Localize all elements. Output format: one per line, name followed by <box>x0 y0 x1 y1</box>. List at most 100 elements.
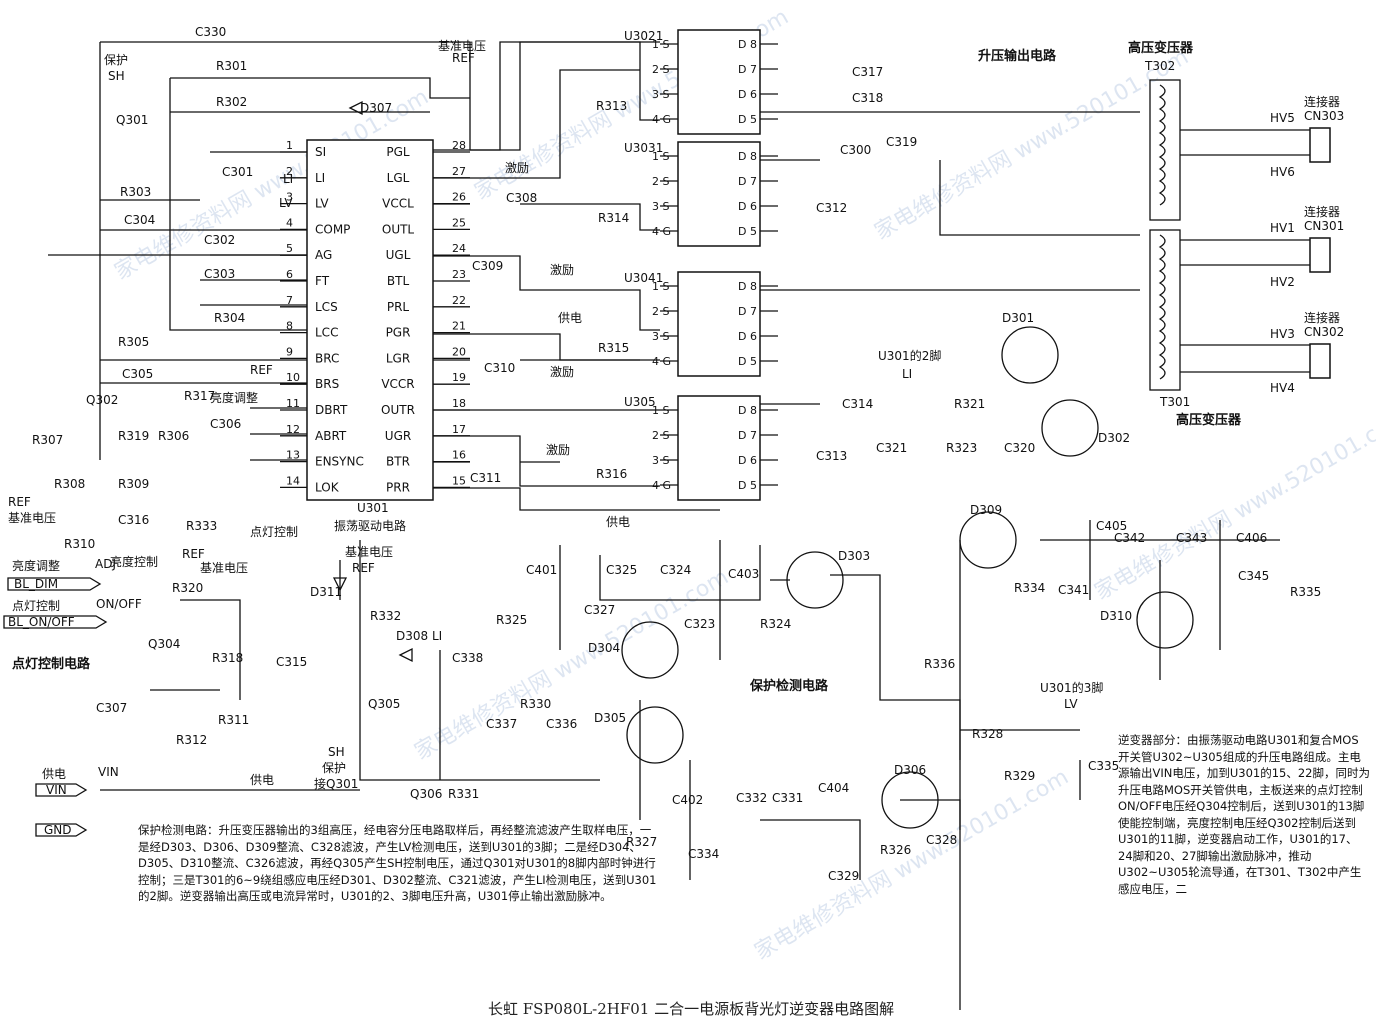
mosfet-pin: D 6 <box>738 88 757 101</box>
ref-c310: C310 <box>484 361 515 375</box>
ic-pin-name: OUTR <box>381 403 415 417</box>
ref-c323: C323 <box>684 617 715 631</box>
port-vin: VIN <box>46 783 67 797</box>
label-lv-pin: LV <box>279 196 293 210</box>
ref-c331: C331 <box>772 791 803 805</box>
connector-title: 连接器 <box>1304 94 1340 109</box>
ref-c343: C343 <box>1176 531 1207 545</box>
label-supply-2: 供电 <box>606 515 630 529</box>
ref-r327: R327 <box>626 835 657 849</box>
mosfet-pin: D 5 <box>738 479 757 492</box>
ic-pin-number: 3 <box>286 191 293 204</box>
protection-description: 保护检测电路：升压变压器输出的3组高压，经电容分压电路取样后，再经整流滤波产生取… <box>138 823 657 903</box>
ref-r320: R320 <box>172 581 203 595</box>
label-li-right: LI <box>902 367 912 381</box>
svg-text:家电维修资料网 www.520101.com: 家电维修资料网 www.520101.com <box>1091 405 1376 606</box>
title-hv-transformer-top: 高压变压器 <box>1128 40 1194 56</box>
ref-c404: C404 <box>818 781 849 795</box>
label-ref-brc: REF <box>250 363 273 377</box>
ref-c302: C302 <box>204 233 235 247</box>
ref-c306: C306 <box>210 417 241 431</box>
mosfet-name: U305 <box>624 395 656 409</box>
ic-pin-number: 28 <box>452 139 466 152</box>
ic-u301-function: 振荡驱动电路 <box>334 518 406 533</box>
ref-c300: C300 <box>840 143 871 157</box>
ref-r306: R306 <box>158 429 189 443</box>
ref-c301: C301 <box>222 165 253 179</box>
label-excitation-2: 激励 <box>550 263 574 277</box>
ref-r329: R329 <box>1004 769 1035 783</box>
ref-r332: R332 <box>370 609 401 623</box>
wiring <box>48 41 1310 1010</box>
label-excitation-1: 激励 <box>505 161 529 175</box>
ref-c321: C321 <box>876 441 907 455</box>
ic-pin-number: 16 <box>452 449 466 462</box>
ic-pin-number: 22 <box>452 294 466 307</box>
ref-c305: C305 <box>122 367 153 381</box>
diode-d306 <box>881 771 939 829</box>
ic-pin-number: 10 <box>286 371 300 384</box>
mosfet-pin: 4 G <box>652 479 671 492</box>
ref-r323: R323 <box>946 441 977 455</box>
ic-pin-name: ENSYNC <box>315 455 364 469</box>
ref-r331: R331 <box>448 787 479 801</box>
mosfet-name: U3021 <box>624 29 663 43</box>
diode-d302 <box>1041 399 1099 457</box>
hv-label: HV3 <box>1270 327 1295 341</box>
label-brightness-control: 亮度控制 <box>110 554 158 569</box>
label-supply-4: 供电 <box>42 767 66 781</box>
ref-d303: D303 <box>838 549 870 563</box>
mosfet-pin: 4 G <box>652 355 671 368</box>
ref-r336: R336 <box>924 657 955 671</box>
mosfet-pin: 1 S <box>652 150 669 163</box>
hv-label: HV5 <box>1270 111 1295 125</box>
ic-pin-name: SI <box>315 145 326 159</box>
diodes <box>332 100 1194 829</box>
ref-r301: R301 <box>216 59 247 73</box>
component-labels: C330C301C302C303C304C305C306C307C308C309… <box>32 25 1321 883</box>
label-ref-mid: REF <box>182 547 205 561</box>
ic-pin-name: LCS <box>315 300 338 314</box>
label-sh: SH <box>108 69 125 83</box>
mosfet-name: U3031 <box>624 141 663 155</box>
ref-c324: C324 <box>660 563 691 577</box>
port-bl-onoff: BL_ON/OFF <box>8 615 75 629</box>
ref-r328: R328 <box>972 727 1003 741</box>
ic-pin-number: 18 <box>452 397 466 410</box>
hv-label: HV4 <box>1270 381 1295 395</box>
ic-pin-name: LCC <box>315 326 338 340</box>
ref-r315: R315 <box>598 341 629 355</box>
ref-q302: Q302 <box>86 393 118 407</box>
ref-q305: Q305 <box>368 697 400 711</box>
label-ref-voltage-2: 基准电压 <box>345 545 393 559</box>
ic-pin-number: 21 <box>452 320 466 333</box>
ref-r316: R316 <box>596 467 627 481</box>
ic-pin-number: 1 <box>286 139 293 152</box>
ref-r318: R318 <box>212 651 243 665</box>
label-brightness-adjust: 亮度调整 <box>210 390 258 405</box>
ref-c402: C402 <box>672 793 703 807</box>
ref-r303: R303 <box>120 185 151 199</box>
ic-pin-name: UGL <box>386 248 411 262</box>
ic-pin-number: 26 <box>452 191 466 204</box>
label-ref-top: REF <box>452 51 475 65</box>
mosfet-pin: 3 S <box>652 454 669 467</box>
ic-pin-number: 2 <box>286 165 293 178</box>
port-bl-dim: BL_DIM <box>14 577 58 591</box>
ref-c313: C313 <box>816 449 847 463</box>
ref-c330: C330 <box>195 25 226 39</box>
ref-d308: D308 <box>396 629 428 643</box>
ref-r326: R326 <box>880 843 911 857</box>
ref-c406: C406 <box>1236 531 1267 545</box>
label-excitation-4: 激励 <box>546 443 570 457</box>
ref-c325: C325 <box>606 563 637 577</box>
hv-label: HV1 <box>1270 221 1295 235</box>
mosfet-pin: 1 S <box>652 280 669 293</box>
ic-pin-name: PRL <box>387 300 410 314</box>
svg-text:家电维修资料网 www.520101.com: 家电维修资料网 www.520101.com <box>871 45 1193 246</box>
ref-r334: R334 <box>1014 581 1045 595</box>
